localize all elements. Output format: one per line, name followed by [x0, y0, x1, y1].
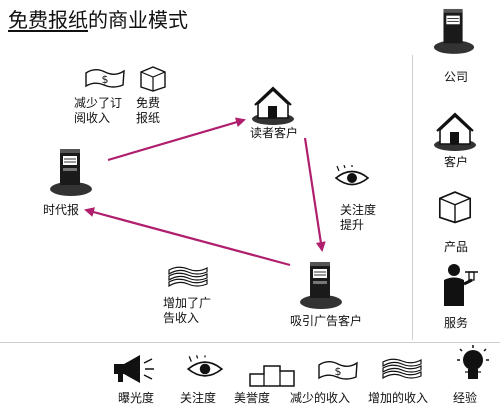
money-stack-icon [382, 358, 422, 380]
legend-label-company: 公司 [444, 70, 469, 84]
newspaper-box-icon [300, 262, 342, 309]
diagram-title: 免费报纸的商业模式 [8, 4, 188, 33]
legend-label-product: 产品 [444, 240, 469, 254]
legend-label-service: 服务 [444, 316, 469, 330]
arrow-to-company [84, 207, 291, 267]
money-stack-icon [168, 266, 208, 288]
legend-label-customer: 客户 [444, 155, 469, 169]
svg-text:$: $ [102, 73, 109, 86]
house-icon [252, 86, 294, 125]
lightbulb-icon [457, 345, 489, 379]
megaphone-icon [114, 355, 154, 383]
annotation-increased-ad-revenue: 增加了广告收入 [163, 296, 212, 325]
legend-label-experience: 经验 [453, 391, 478, 405]
house-icon [434, 112, 476, 151]
legend-label-reputation: 美誉度 [234, 391, 271, 405]
box-icon [140, 66, 166, 92]
newspaper-box-icon [433, 8, 475, 54]
podium-icon [249, 365, 295, 387]
svg-text:$: $ [335, 365, 342, 378]
legend-label-exposure: 曝光度 [118, 391, 155, 405]
money-single-icon: $ [85, 69, 125, 88]
node-label-readers: 读者客户 [250, 126, 299, 140]
money-single-icon: $ [318, 361, 358, 380]
arrow-to-advertisers [303, 137, 326, 252]
eye-icon [186, 355, 224, 377]
node-label-company: 时代报 [43, 203, 80, 217]
bottom-panel-divider [0, 342, 500, 343]
side-panel-divider [412, 55, 413, 340]
waiter-icon [444, 264, 478, 306]
box-icon [438, 191, 472, 224]
eye-icon [334, 165, 370, 186]
arrow-to-readers [107, 117, 246, 162]
title-prefix: 免费报纸 [8, 8, 88, 32]
node-label-advertisers: 吸引广告客户 [290, 314, 363, 328]
legend-label-reduced-revenue: 减少的收入 [290, 391, 351, 405]
title-suffix: 的商业模式 [88, 8, 188, 32]
annotation-reduced-subscription: 减少了订阅收入 [74, 96, 123, 125]
newspaper-box-icon [50, 149, 92, 196]
legend-label-increased-revenue: 增加的收入 [368, 391, 429, 405]
legend-label-attention: 关注度 [180, 391, 217, 405]
annotation-free-newspaper: 免费报纸 [136, 96, 161, 125]
annotation-attention-up: 关注度提升 [340, 203, 377, 232]
